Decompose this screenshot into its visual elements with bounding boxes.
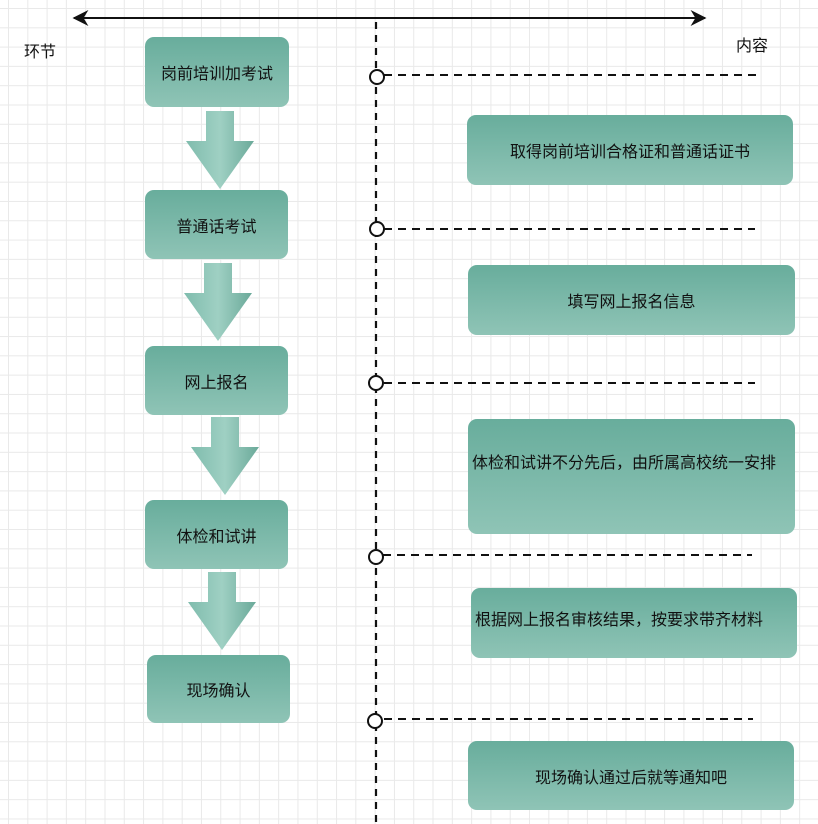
step-box-pre-job-training[interactable]: 岗前培训加考试 [145, 37, 289, 107]
step-box-onsite-confirmation[interactable]: 现场确认 [147, 655, 290, 723]
content-box-physical-exam-arrangement[interactable]: 体检和试讲不分先后，由所属高校统一安排 [468, 419, 795, 534]
content-box-fill-online-info[interactable]: 填写网上报名信息 [468, 265, 795, 335]
down-arrow-icon [188, 572, 256, 650]
milestone-connector [368, 375, 755, 391]
milestone-connector [368, 549, 752, 565]
milestone-connector [369, 221, 755, 237]
milestone-circle [369, 69, 385, 85]
content-box-bring-materials[interactable]: 根据网上报名审核结果，按要求带齐材料 [471, 588, 797, 658]
milestone-circle [369, 221, 385, 237]
down-arrow-icon [184, 263, 252, 341]
step-box-mandarin-exam[interactable]: 普通话考试 [145, 190, 288, 259]
content-box-wait-for-notice[interactable]: 现场确认通过后就等通知吧 [468, 741, 794, 810]
stage-column-label: 环节 [24, 42, 57, 61]
content-column-label: 内容 [736, 36, 769, 55]
milestone-connector [369, 69, 757, 85]
step-box-physical-and-trial-lecture[interactable]: 体检和试讲 [145, 500, 288, 569]
milestone-circle [367, 713, 383, 729]
down-arrow-icon [186, 111, 254, 189]
step-box-online-registration[interactable]: 网上报名 [145, 346, 288, 415]
down-arrow-icon [191, 417, 259, 495]
milestone-circle [368, 549, 384, 565]
milestone-circle [368, 375, 384, 391]
milestone-connector [367, 713, 753, 729]
content-box-certificates[interactable]: 取得岗前培训合格证和普通话证书 [467, 115, 793, 185]
